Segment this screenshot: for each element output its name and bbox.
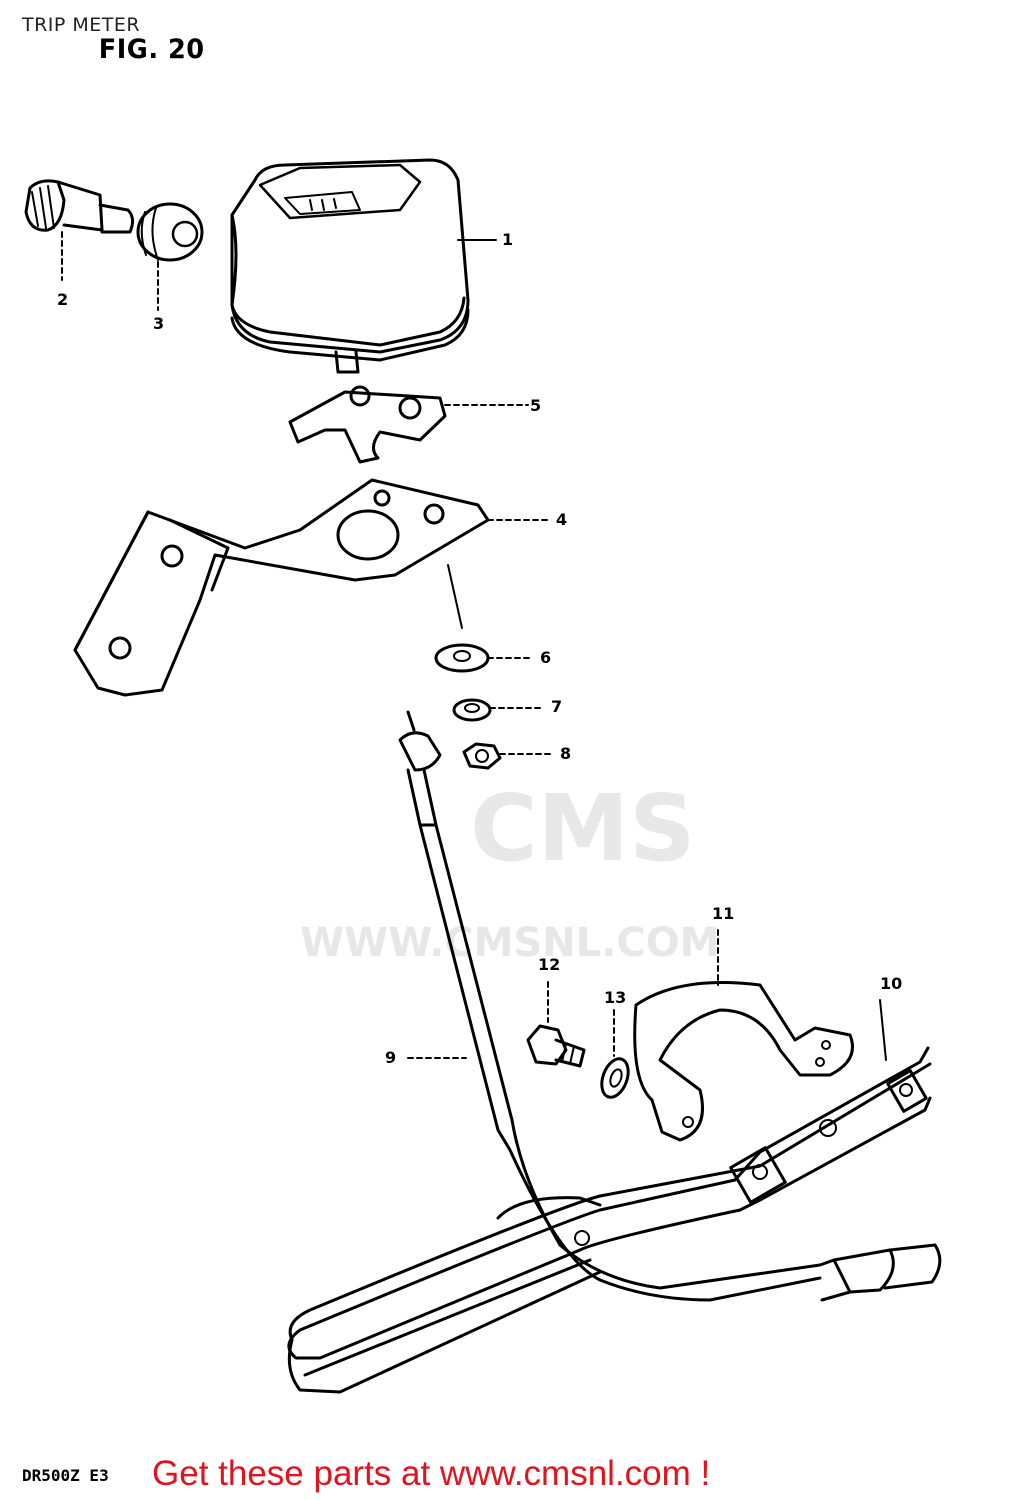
model-code: DR500Z E3 bbox=[22, 1466, 109, 1485]
figure-label: FIG. 20 bbox=[98, 34, 205, 65]
callout-10: 10 bbox=[880, 974, 903, 993]
part-11-clamp bbox=[633, 981, 854, 1142]
watermark-brand: CMS bbox=[470, 775, 696, 882]
part-12-bolt bbox=[526, 1024, 586, 1068]
part-4-bracket bbox=[73, 478, 490, 697]
part-1-trip-meter bbox=[230, 158, 470, 374]
callout-1: 1 bbox=[502, 230, 514, 249]
part-5-plate bbox=[288, 385, 447, 464]
part-10-frame-bar bbox=[287, 1046, 932, 1394]
callout-9: 9 bbox=[385, 1048, 397, 1067]
part-8-nut bbox=[462, 742, 502, 770]
callout-11: 11 bbox=[712, 904, 735, 923]
callout-3: 3 bbox=[153, 314, 165, 333]
watermark-url: WWW.CMSNL.COM bbox=[300, 920, 720, 966]
part-7-lock-washer bbox=[452, 698, 492, 722]
part-3-grommet bbox=[136, 202, 204, 262]
callout-2: 2 bbox=[57, 290, 69, 309]
callout-5: 5 bbox=[530, 396, 542, 415]
callout-4: 4 bbox=[556, 510, 568, 529]
part-9-cable bbox=[398, 710, 942, 1302]
callout-8: 8 bbox=[560, 744, 572, 763]
callout-13: 13 bbox=[604, 988, 627, 1007]
page-title: TRIP METER bbox=[22, 14, 141, 36]
leader-lines bbox=[61, 231, 887, 1061]
promo-link[interactable]: Get these parts at www.cmsnl.com ! bbox=[152, 1454, 711, 1493]
callout-7: 7 bbox=[551, 697, 563, 716]
part-6-washer bbox=[434, 643, 490, 673]
callout-12: 12 bbox=[538, 955, 561, 974]
part-2-reset-knob bbox=[24, 179, 135, 234]
callout-6: 6 bbox=[540, 648, 552, 667]
part-13-washer bbox=[600, 1057, 630, 1099]
